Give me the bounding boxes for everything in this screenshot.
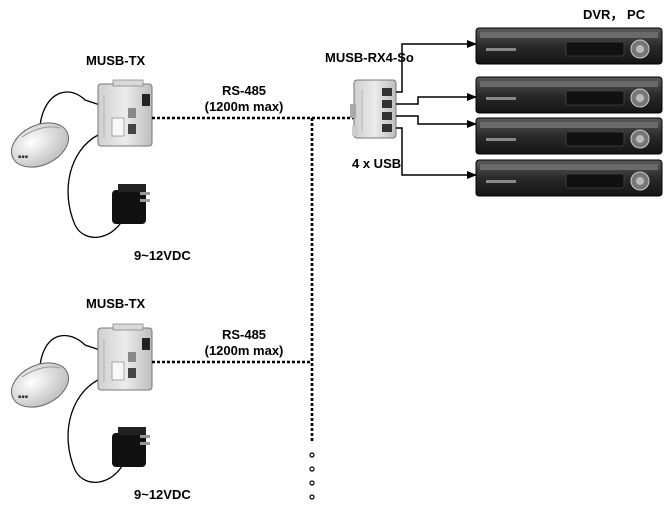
transmitter-box [97, 79, 153, 147]
mouse-cable-1 [39, 91, 101, 126]
usb-connections [396, 40, 477, 179]
dvr-stack [475, 27, 663, 197]
transmitter-box [97, 323, 153, 391]
usb-line-2 [396, 93, 477, 105]
usb-line-3 [396, 115, 477, 128]
tx2-model-label: MUSB-TX [86, 296, 146, 311]
receiver-box [350, 79, 397, 139]
svg-text:▪▪▪: ▪▪▪ [18, 394, 28, 400]
tx2-power-label: 9~12VDC [134, 487, 191, 502]
rs485-bus [152, 116, 355, 500]
tx-unit-1: ▪▪▪ [11, 79, 153, 238]
dvr-unit-3 [475, 117, 663, 155]
usb-line-1 [396, 40, 477, 93]
receiver-ports-label: 4 x USB [352, 156, 402, 171]
dvr-unit-1 [475, 27, 663, 65]
tx2-link-distance-label: (1200m max) [204, 343, 284, 358]
tx1-link-distance-label: (1200m max) [204, 99, 284, 114]
power-cable-1 [67, 134, 126, 238]
tx1-power-label: 9~12VDC [134, 248, 191, 263]
tx2-link-protocol-label: RS-485 [221, 327, 267, 342]
power-cable-2 [67, 379, 126, 483]
usb-line-4 [396, 127, 477, 179]
mouse-icon: ▪▪▪ [11, 362, 69, 408]
power-adapter-icon [112, 184, 150, 224]
continuation-dots [309, 452, 315, 500]
power-adapter-icon [112, 427, 150, 467]
tx1-link-protocol-label: RS-485 [221, 83, 267, 98]
tx1-model-label: MUSB-TX [86, 53, 146, 68]
svg-text:▪▪▪: ▪▪▪ [18, 154, 28, 160]
dvr-unit-4 [475, 159, 663, 197]
mouse-icon: ▪▪▪ [11, 122, 69, 168]
dvr-unit-2 [475, 76, 663, 114]
targets-label: DVR， PC [583, 7, 646, 22]
receiver-model-label: MUSB-RX4-So [325, 50, 414, 65]
tx-unit-2: ▪▪▪ [11, 323, 153, 483]
mouse-cable-2 [39, 334, 101, 366]
